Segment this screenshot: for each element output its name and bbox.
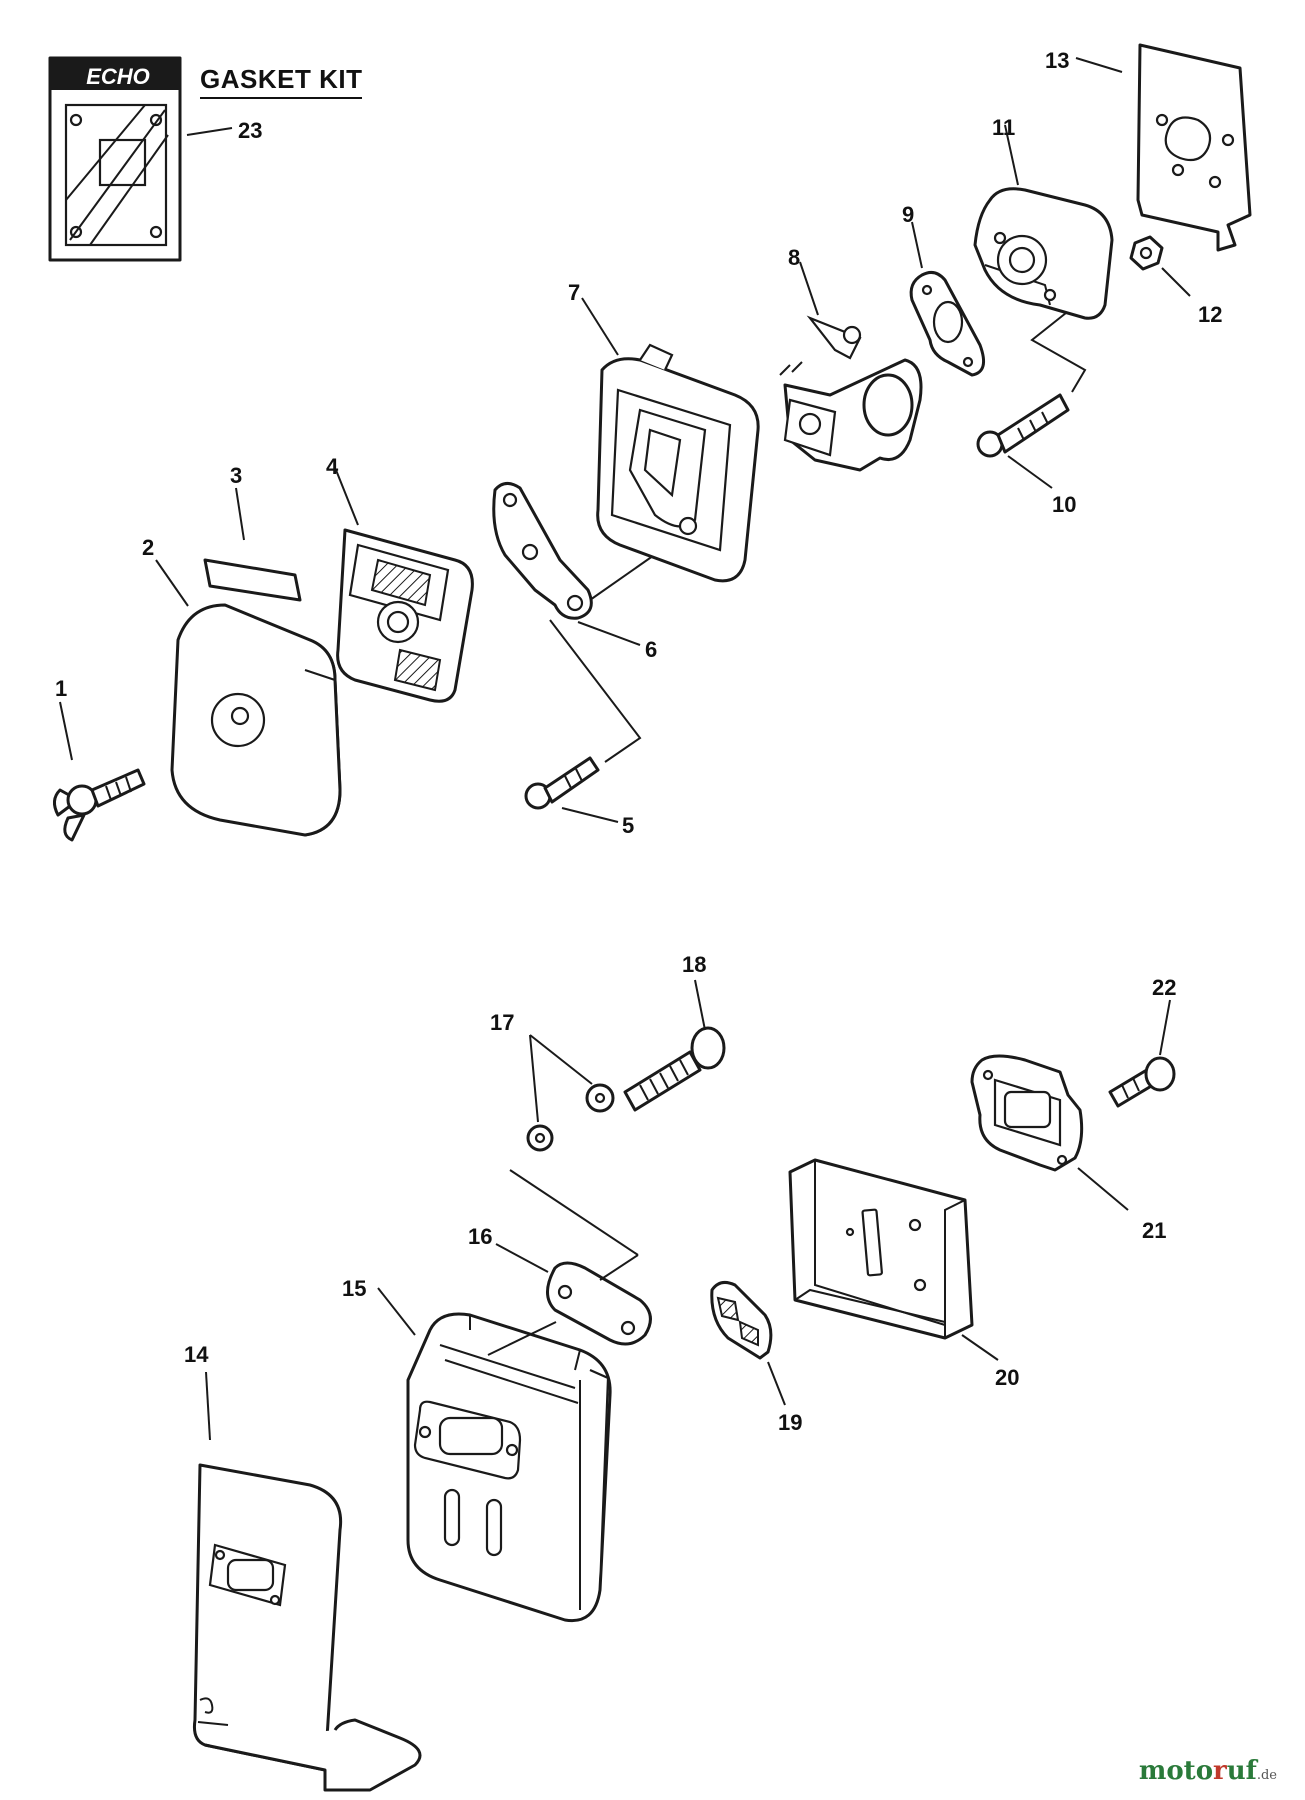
muffler-cover (788, 1158, 974, 1340)
callout-17: 17 (490, 1010, 514, 1035)
callout-9: 9 (902, 202, 914, 227)
callout-19: 19 (778, 1410, 802, 1435)
filter-pad (203, 558, 302, 602)
callout-5: 5 (622, 813, 634, 838)
callout-7: 7 (568, 280, 580, 305)
washer-17a (526, 1124, 554, 1152)
air-cleaner-cover (170, 603, 342, 837)
carb-gasket (909, 270, 986, 377)
site-watermark: motoruf.de (1138, 1756, 1277, 1786)
air-cleaner-case (596, 343, 760, 583)
insulator (973, 187, 1114, 320)
washer-17b (585, 1083, 615, 1113)
callout-12: 12 (1198, 302, 1222, 327)
gasket-13 (1136, 43, 1252, 252)
exhaust-bolt (1108, 1056, 1176, 1108)
callout-21: 21 (1142, 1218, 1166, 1243)
callout-6: 6 (645, 637, 657, 662)
callout-3: 3 (230, 463, 242, 488)
muffler-plate (546, 1261, 652, 1346)
callout-10: 10 (1052, 492, 1076, 517)
air-filter-element (336, 528, 474, 703)
callout-15: 15 (342, 1276, 366, 1301)
exhaust-gasket (970, 1054, 1084, 1172)
callout-20: 20 (995, 1365, 1019, 1390)
hex-nut (1129, 235, 1164, 271)
echo-logo: ECHO (86, 64, 150, 89)
bolt-5 (524, 756, 600, 810)
carburetor (779, 315, 923, 472)
callout-2: 2 (142, 535, 154, 560)
callout-22: 22 (1152, 975, 1176, 1000)
spark-arrestor (710, 1280, 773, 1360)
callout-8: 8 (788, 245, 800, 270)
screw-10 (976, 393, 1070, 458)
muffler-bolt (623, 1026, 726, 1112)
callout-4: 4 (326, 454, 339, 479)
bracket-6 (492, 482, 593, 620)
callout-23: 23 (238, 118, 262, 143)
callout-1: 1 (55, 676, 67, 701)
gasket-kit-title: GASKET KIT (200, 64, 363, 99)
callout-14: 14 (184, 1342, 209, 1367)
callout-11: 11 (992, 115, 1015, 140)
gasket-kit-box: ECHO (48, 56, 182, 262)
wing-bolt (53, 768, 146, 842)
callout-16: 16 (468, 1224, 492, 1249)
callout-18: 18 (682, 952, 706, 977)
heat-shield (193, 1463, 422, 1792)
muffler (406, 1312, 612, 1623)
callout-13: 13 (1045, 48, 1069, 73)
